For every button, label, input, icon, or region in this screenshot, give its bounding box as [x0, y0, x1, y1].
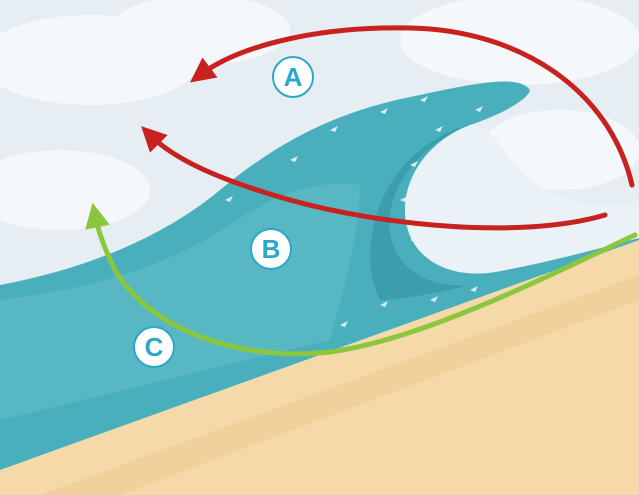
- arrow-b: [141, 126, 608, 231]
- sand-shadow: [40, 275, 639, 495]
- wave-curl-shadow: [370, 125, 470, 300]
- label-b: B: [250, 228, 292, 270]
- arrow-c: [85, 202, 638, 357]
- clouds: [0, 0, 639, 230]
- label-a: A: [272, 56, 314, 98]
- wave-hollow: [405, 125, 639, 274]
- arrow-a: [189, 25, 635, 188]
- label-c: C: [133, 326, 175, 368]
- foam-marks: [225, 96, 483, 327]
